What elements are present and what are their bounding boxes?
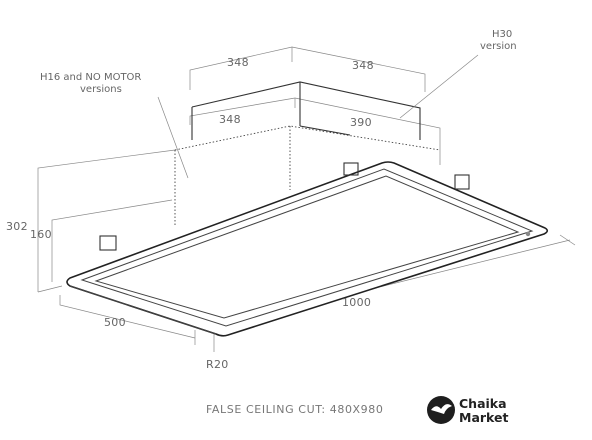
inner-dimension-lines bbox=[189, 97, 441, 165]
dim-radius: R20 bbox=[206, 358, 229, 371]
callout-h16-line2: versions bbox=[80, 84, 122, 95]
dim-inner-left: 348 bbox=[219, 113, 241, 126]
dim-top-left: 348 bbox=[227, 56, 249, 69]
false-ceiling-caption: FALSE CEILING CUT: 480X980 bbox=[206, 403, 383, 416]
callout-h16-line1: H16 and NO MOTOR bbox=[40, 72, 141, 83]
dim-inner-right: 390 bbox=[350, 116, 372, 129]
chaika-logo: Chaika Market bbox=[427, 396, 508, 425]
mounting-brackets bbox=[99, 162, 470, 251]
hood-panel bbox=[66, 161, 549, 337]
h16-leader bbox=[157, 96, 189, 179]
corner-detail bbox=[525, 231, 531, 237]
dim-length: 1000 bbox=[342, 296, 371, 309]
lower-body bbox=[174, 125, 441, 225]
depth-dimension-lines bbox=[59, 295, 196, 345]
callout-h30-line2: version bbox=[480, 41, 517, 52]
motor-housing bbox=[191, 81, 421, 140]
height-dimension-lines bbox=[37, 149, 176, 293]
dim-top-right: 348 bbox=[352, 59, 374, 72]
dim-depth: 500 bbox=[104, 316, 126, 329]
logo-text-line2: Market bbox=[459, 410, 508, 425]
callout-h30-line1: H30 bbox=[492, 29, 512, 40]
logo-text-line1: Chaika bbox=[459, 396, 507, 411]
dim-height-total: 302 bbox=[6, 220, 28, 233]
dim-height-body: 160 bbox=[30, 228, 52, 241]
h30-leader bbox=[399, 54, 479, 119]
top-dimension-lines bbox=[189, 46, 426, 92]
